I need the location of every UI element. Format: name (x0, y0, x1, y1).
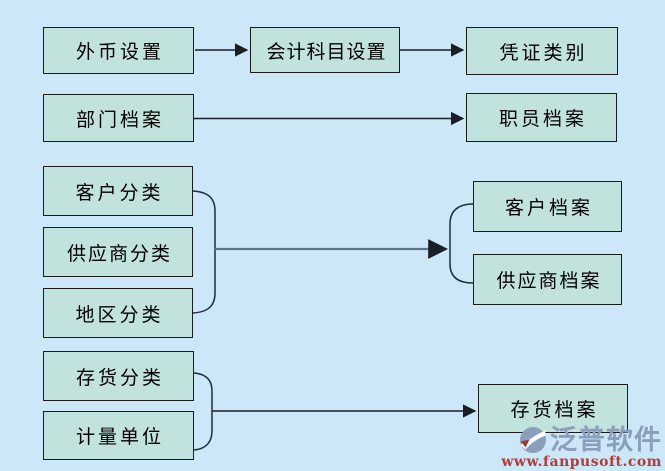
watermark-brand-text: 泛普软件 (550, 424, 662, 456)
node-label: 存货档案 (510, 399, 599, 421)
node-label: 存货分类 (75, 366, 164, 389)
node-foreign-currency-setup: 外币设置 (43, 27, 194, 74)
bracket-archive-group-right (449, 203, 474, 284)
node-accounting-subject-setup: 会计科目设置 (250, 27, 400, 73)
node-label: 部门档案 (75, 108, 164, 131)
node-measure-unit: 计量单位 (43, 411, 194, 460)
node-supplier-archive: 供应商档案 (473, 254, 622, 305)
node-label: 计量单位 (75, 426, 164, 448)
node-label: 供应商分类 (66, 242, 172, 265)
node-label: 会计科目设置 (266, 40, 387, 63)
node-staff-archive: 职员档案 (466, 93, 617, 142)
bracket-inventory-group-left (193, 372, 213, 451)
node-customer-archive: 客户档案 (473, 181, 622, 232)
node-label: 外币设置 (75, 41, 164, 63)
node-label: 供应商档案 (496, 270, 602, 292)
node-department-archive: 部门档案 (43, 94, 194, 142)
node-supplier-category: 供应商分类 (43, 227, 193, 277)
fanpu-logo-icon (520, 427, 546, 453)
node-region-category: 地区分类 (43, 288, 193, 338)
node-inventory-archive: 存货档案 (478, 384, 628, 433)
watermark-url-text: www.fanpusoft.com (501, 454, 662, 470)
node-label: 客户分类 (75, 181, 164, 204)
node-label: 职员档案 (498, 108, 587, 130)
node-label: 客户档案 (504, 197, 593, 219)
node-inventory-category: 存货分类 (43, 351, 194, 401)
node-label: 凭证类别 (499, 41, 588, 64)
node-label: 地区分类 (75, 303, 164, 326)
watermark: 泛普软件 www.fanpusoft.com (501, 424, 662, 470)
node-customer-category: 客户分类 (43, 166, 193, 216)
bracket-category-group-left (192, 190, 216, 314)
node-voucher-category: 凭证类别 (466, 27, 618, 75)
